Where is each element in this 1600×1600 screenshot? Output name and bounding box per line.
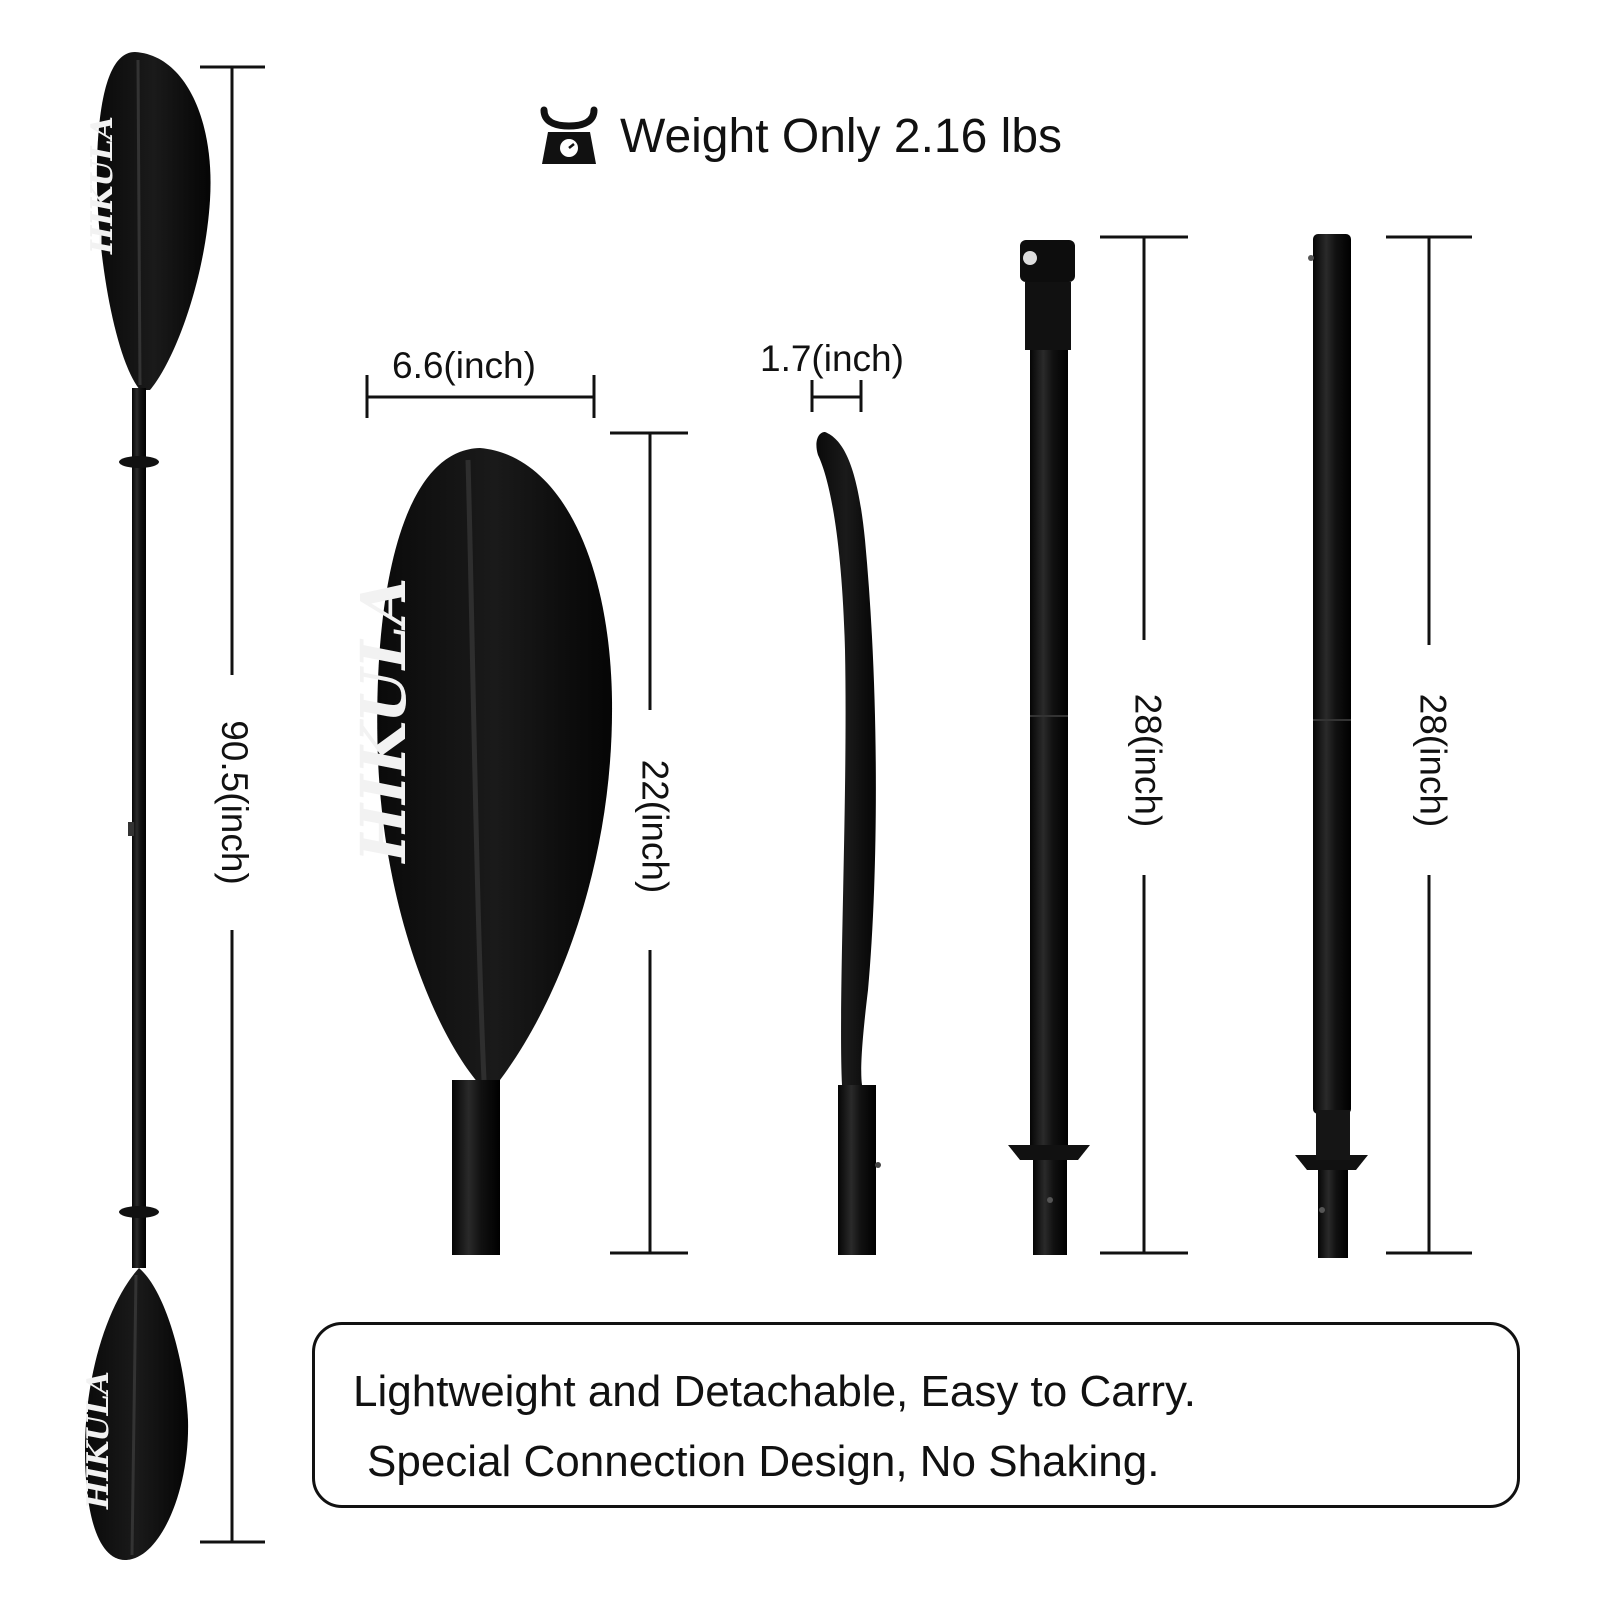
brand-logo-top: HIKULA — [85, 116, 120, 255]
full-length-label: 90.5(inch) — [213, 720, 255, 885]
blade-width-dimension — [365, 375, 596, 418]
shaft-section-1-label: 28(inch) — [1127, 693, 1169, 828]
scale-icon — [540, 106, 598, 164]
weight-heading: Weight Only 2.16 lbs — [538, 100, 1062, 172]
shaft-section-1-dimension — [1100, 235, 1188, 1255]
blade-width-label: 6.6(inch) — [392, 345, 536, 386]
bottom-blade — [85, 1268, 189, 1560]
blade-front-view — [377, 448, 613, 1255]
drip-ring-bottom — [119, 1206, 159, 1218]
shaft-section-2 — [1295, 234, 1368, 1258]
brand-logo-bottom: HIKULA — [81, 1371, 116, 1510]
feature-line-1: Lightweight and Detachable, Easy to Carr… — [353, 1367, 1196, 1416]
shaft-section-2-label: 28(inch) — [1412, 693, 1454, 828]
blade-thickness-dimension — [810, 380, 863, 412]
shaft-section-1 — [1008, 240, 1090, 1255]
full-length-dimension — [200, 65, 265, 1544]
blade-length-dimension — [610, 431, 688, 1255]
blade-side-view — [816, 432, 881, 1255]
drip-ring-top — [119, 456, 159, 468]
brand-logo-front: HIKULA — [347, 577, 420, 864]
top-blade — [96, 52, 211, 390]
feature-callout: Lightweight and Detachable, Easy to Carr… — [312, 1322, 1520, 1508]
feature-line-2: Special Connection Design, No Shaking. — [367, 1437, 1160, 1486]
full-paddle — [85, 52, 211, 1560]
shaft — [132, 388, 146, 1268]
shaft-section-2-dimension — [1386, 235, 1472, 1255]
weight-text: Weight Only 2.16 lbs — [620, 109, 1063, 163]
blade-thickness-label: 1.7(inch) — [760, 338, 904, 379]
blade-length-label: 22(inch) — [634, 759, 676, 894]
